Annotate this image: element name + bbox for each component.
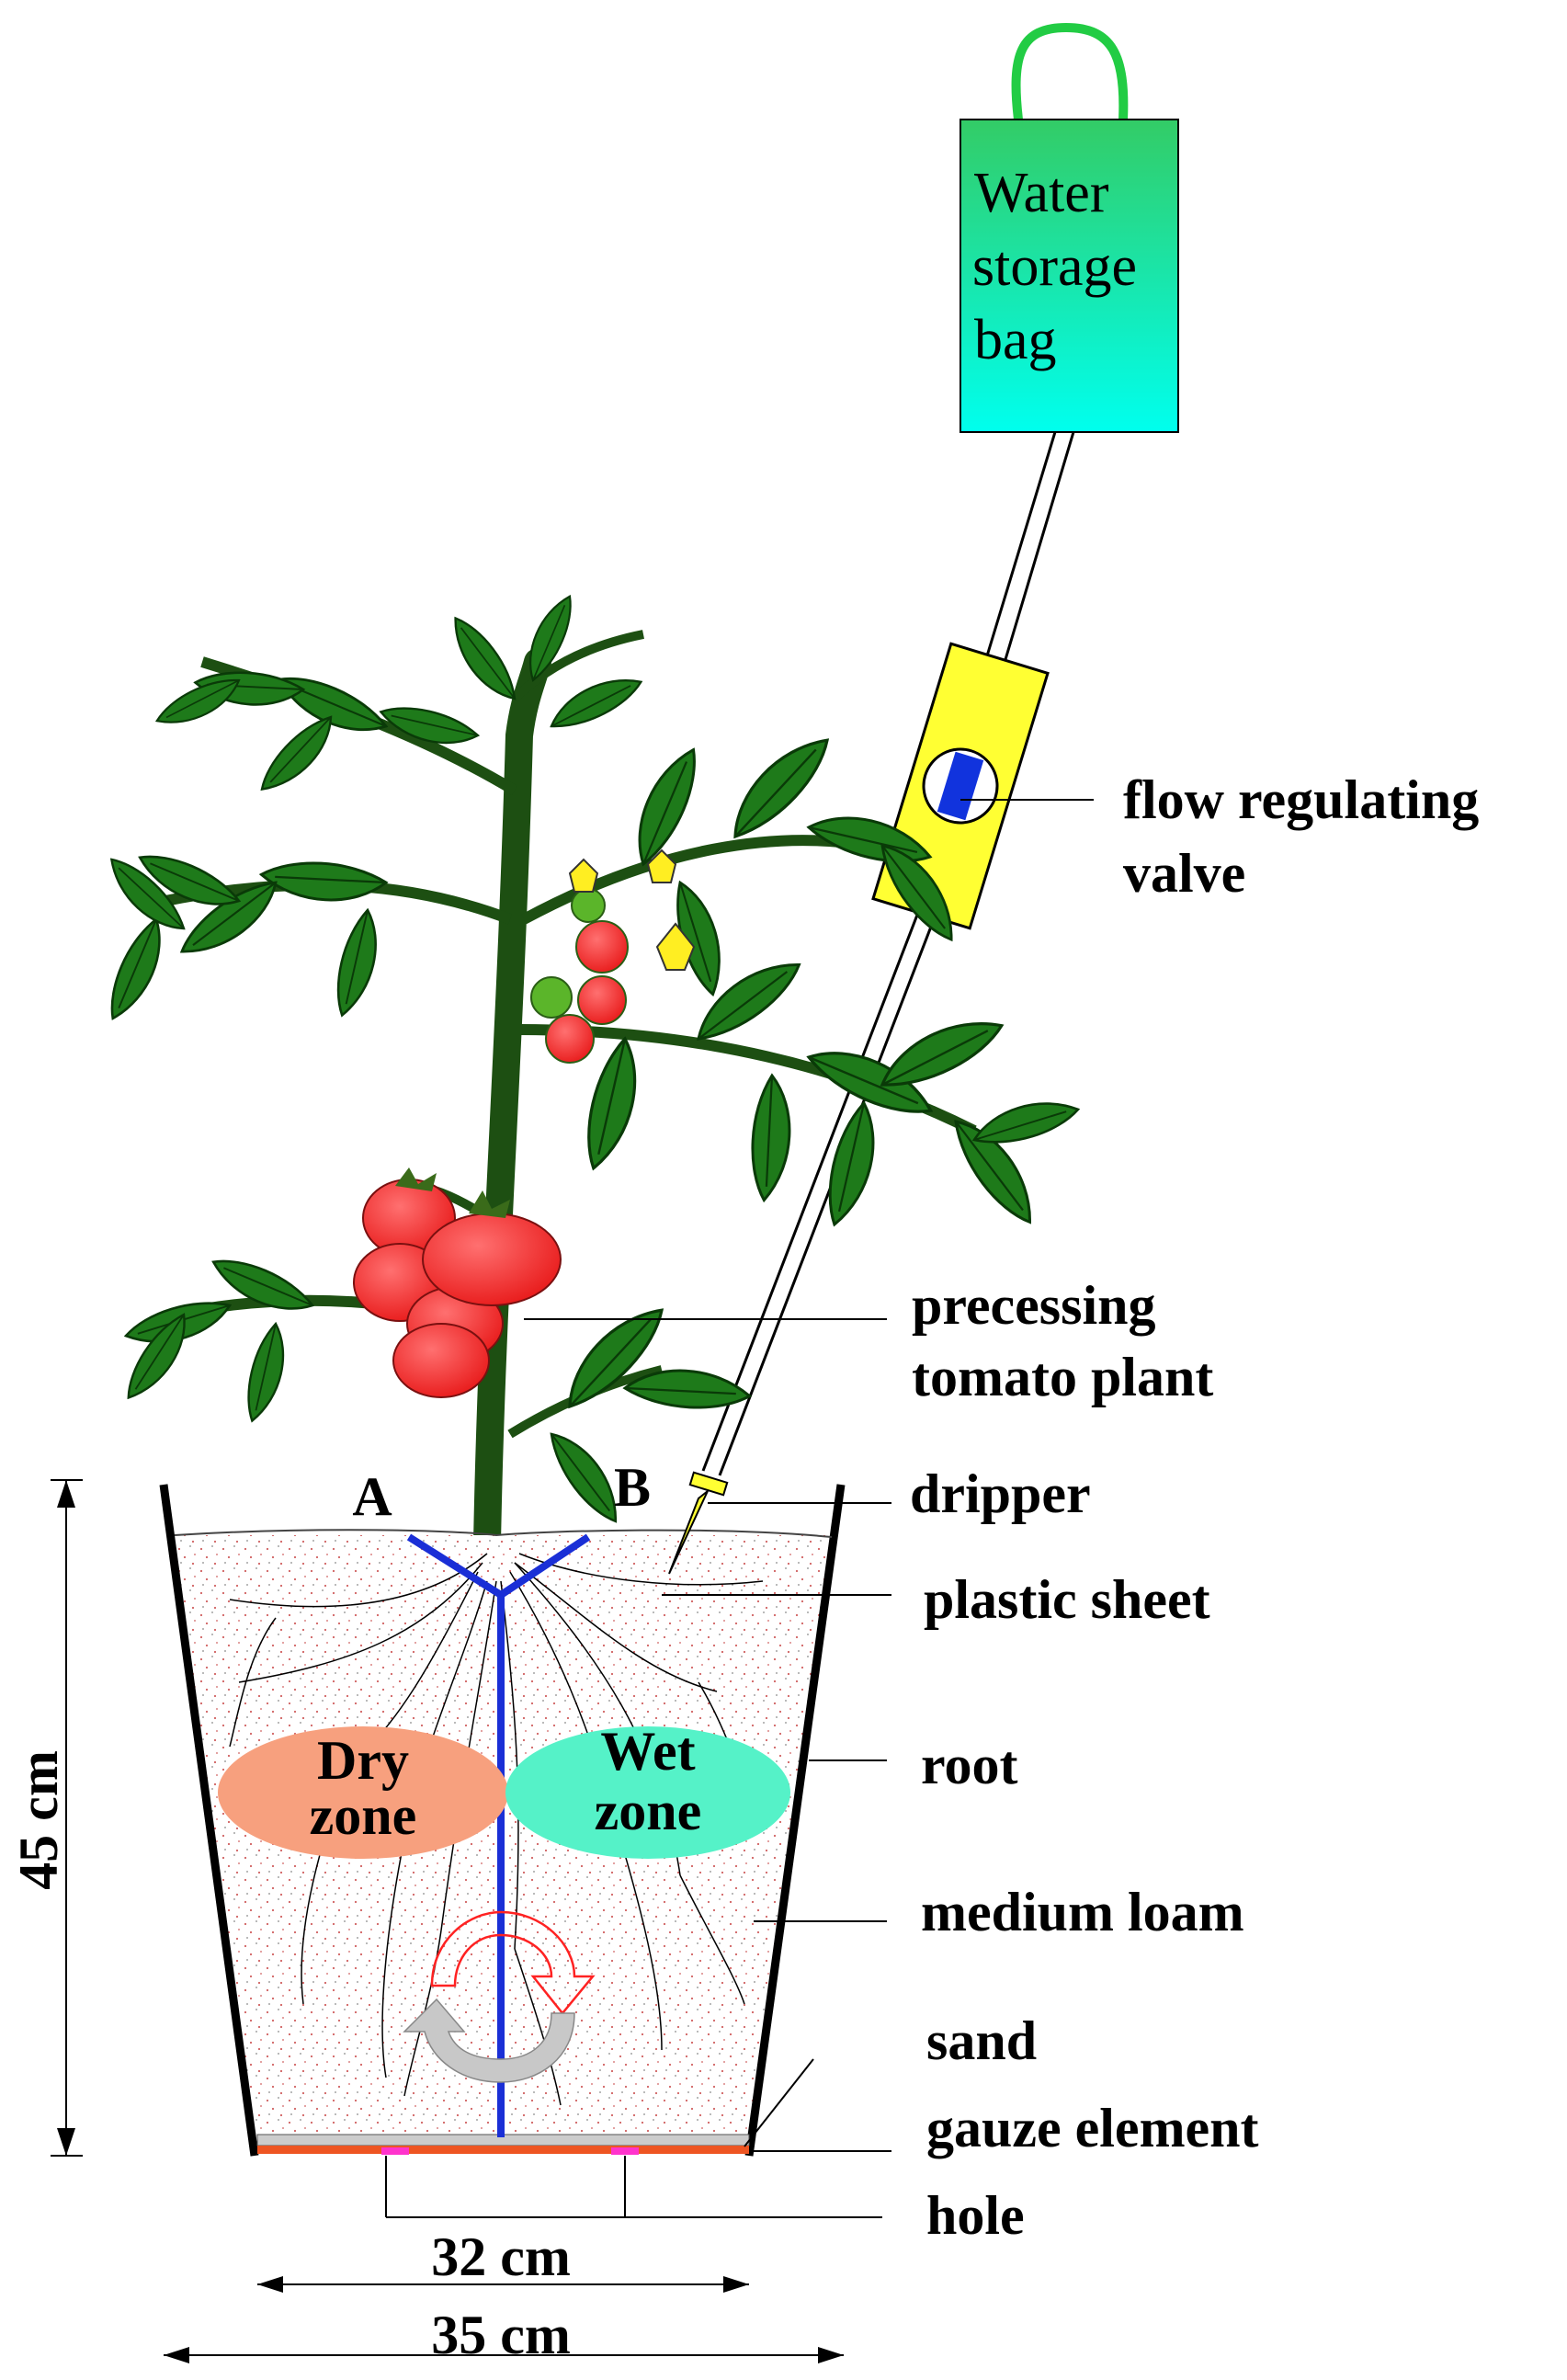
gauze-label: gauze element <box>926 2098 1259 2158</box>
large-tomatoes <box>353 1167 562 1398</box>
valve-label-line2: valve <box>1123 843 1245 904</box>
dripper <box>668 1471 729 1575</box>
flowers <box>568 848 696 971</box>
bag-label-line3: bag <box>974 309 1057 371</box>
wet-zone-label-line1: Wet <box>600 1721 695 1782</box>
dry-zone-label-line2: zone <box>310 1785 417 1846</box>
bag-label-line2: storage <box>972 235 1137 298</box>
height-dimension-label: 45 cm <box>8 1750 69 1890</box>
plant-label-line2: tomato plant <box>912 1347 1213 1407</box>
wet-zone-label-line2: zone <box>595 1781 702 1841</box>
alternation-cycle-icon <box>403 1910 596 2083</box>
pot-right-wall <box>744 1484 846 2157</box>
bottom-width-label: 32 cm <box>431 2226 571 2287</box>
hole-left <box>381 2147 409 2155</box>
gauze-element <box>257 2146 749 2154</box>
sand-label: sand <box>926 2010 1037 2071</box>
water-storage-bag: Water storage bag <box>960 22 1179 433</box>
plastic-sheet <box>174 1529 833 1538</box>
label-b: B <box>614 1457 651 1518</box>
bag-label-line1: Water <box>974 162 1109 224</box>
plastic-sheet-label: plastic sheet <box>924 1569 1210 1630</box>
dripper-label: dripper <box>910 1463 1091 1524</box>
leader-lines <box>385 799 1094 2218</box>
height-dimension: 45 cm <box>8 1479 83 2157</box>
bag-handle <box>1011 22 1129 120</box>
bag-body <box>960 119 1179 433</box>
medium-loam-label: medium loam <box>921 1882 1244 1942</box>
root-zone-divider <box>406 1533 591 2137</box>
top-width-dimension: 35 cm <box>164 2305 844 2365</box>
label-a: A <box>352 1466 392 1527</box>
plant-label-line1: precessing <box>912 1275 1156 1336</box>
hole-label: hole <box>926 2185 1025 2246</box>
bottom-width-dimension: 32 cm <box>257 2226 749 2293</box>
root-label: root <box>921 1735 1018 1795</box>
dry-zone-label-line1: Dry <box>317 1730 409 1791</box>
pot-left-wall <box>159 1484 259 2157</box>
hole-right <box>611 2147 639 2155</box>
drip-tube <box>701 431 1075 1476</box>
dry-zone: Dry zone <box>218 1726 508 1859</box>
valve-label-line1: flow regulating <box>1123 769 1479 830</box>
top-width-label: 35 cm <box>431 2305 571 2365</box>
wet-zone: Wet zone <box>505 1721 790 1859</box>
small-tomatoes <box>530 888 629 1064</box>
